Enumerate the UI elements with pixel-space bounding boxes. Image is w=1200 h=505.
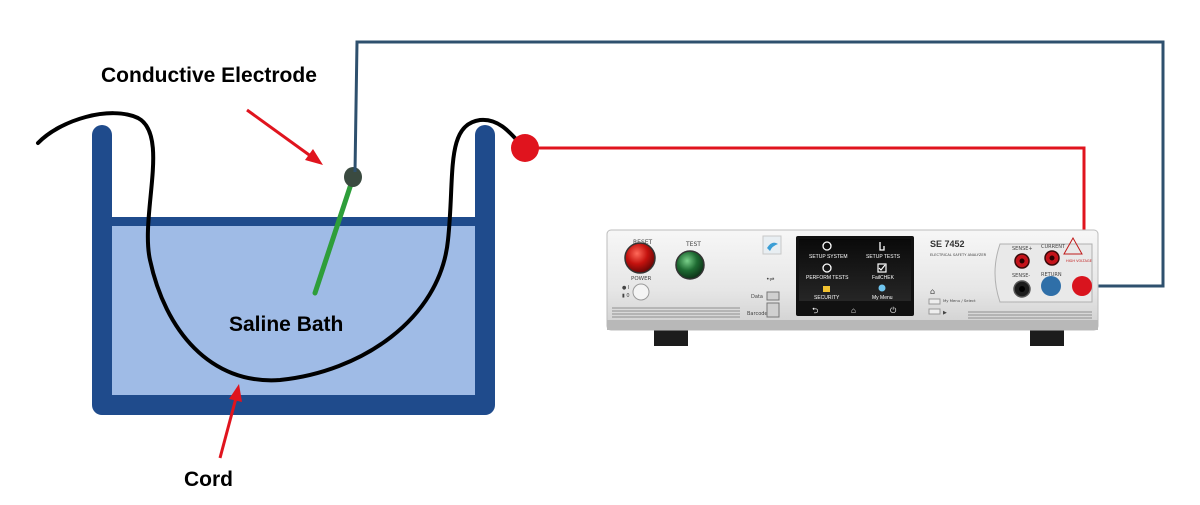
red-wire-connector xyxy=(511,134,539,162)
back-nav-icon[interactable]: ⮌ xyxy=(812,306,818,315)
right-vents xyxy=(968,311,1092,319)
test-label: TEST xyxy=(685,241,701,248)
power-on-label: ● I xyxy=(622,285,629,291)
my-menu-select-label: My Menu / Select xyxy=(943,298,976,303)
power-off-label: ▮ 0 xyxy=(622,293,630,299)
data-usb-port[interactable] xyxy=(766,291,780,301)
return-jack[interactable] xyxy=(1041,276,1061,296)
left-vents xyxy=(612,307,740,318)
screen-item-setup-system[interactable]: SETUP SYSTEM xyxy=(809,241,848,260)
screen-item-setup-tests[interactable]: SETUP TESTS xyxy=(866,242,901,260)
barcode-usb-port[interactable] xyxy=(766,302,780,318)
screen-item-perform-tests[interactable]: PERFORM TESTS xyxy=(806,263,849,281)
current-jack[interactable] xyxy=(1072,276,1092,296)
home-nav-icon[interactable]: ⌂ xyxy=(851,306,856,315)
person-icon xyxy=(878,284,886,292)
current-label: CURRENT xyxy=(1041,244,1066,250)
checkbox-icon xyxy=(877,263,887,273)
barcode-port-label: Barcode xyxy=(747,311,768,317)
touchscreen xyxy=(799,239,911,301)
electrode-tip xyxy=(344,167,362,187)
fluid-surface-line xyxy=(108,217,478,226)
screen-item-label: PERFORM TESTS xyxy=(806,275,849,281)
gears-icon xyxy=(822,241,832,251)
electrode-arrow xyxy=(246,108,323,165)
label-cord: Cord xyxy=(184,468,233,491)
device-foot-left xyxy=(654,326,688,346)
blue-wire xyxy=(353,40,1165,288)
screen-item-my-menu[interactable]: My Menu xyxy=(872,284,893,302)
label-conductive-electrode: Conductive Electrode xyxy=(101,64,317,87)
hand-pointer-icon xyxy=(879,242,885,251)
screen-item-label: FailCHEK xyxy=(872,275,895,281)
data-port-label: Data xyxy=(751,294,763,300)
test-button[interactable] xyxy=(675,250,705,280)
saline-bath-container xyxy=(92,125,495,415)
label-saline-bath: Saline Bath xyxy=(229,313,343,336)
reset-button[interactable] xyxy=(624,242,656,274)
sense-plus-label: SENSE+ xyxy=(1012,246,1033,252)
padlock-icon xyxy=(823,286,830,292)
warning-text: HIGH VOLTAGE xyxy=(1066,259,1092,263)
power-label: POWER xyxy=(631,276,652,282)
screen-item-label: SECURITY xyxy=(814,295,840,301)
device-foot-right xyxy=(1030,326,1064,346)
play-button[interactable] xyxy=(928,308,941,315)
home-key-icon: ⌂ xyxy=(930,287,935,296)
cord-arrow xyxy=(218,384,242,459)
brand-logo-icon xyxy=(767,242,778,251)
warning-triangle-icon xyxy=(1063,236,1083,255)
power-nav-icon[interactable]: ⏻ xyxy=(890,306,897,315)
power-button[interactable] xyxy=(632,283,650,301)
screen-item-failchek[interactable]: FailCHEK xyxy=(872,263,895,281)
return-label: RETURN xyxy=(1041,272,1062,278)
safety-analyzer-device: RESET TEST POWER ● I ▮ 0 •⇌ Data Barcode… xyxy=(606,229,1099,346)
my-menu-select-button[interactable] xyxy=(928,298,941,305)
screen-item-label: SETUP SYSTEM xyxy=(809,254,848,260)
cord xyxy=(36,111,526,383)
power-cycle-icon xyxy=(822,263,832,273)
screen-item-label: SETUP TESTS xyxy=(866,254,901,260)
conductive-electrode xyxy=(312,175,356,296)
usb-symbol: •⇌ xyxy=(766,276,775,283)
model-number: SE 7452 xyxy=(930,239,965,249)
screen-item-label: My Menu xyxy=(872,295,893,301)
device-bottom-trim xyxy=(607,320,1098,330)
bath-frame xyxy=(92,125,495,415)
sense-minus-label: SENSE- xyxy=(1012,273,1030,279)
model-subtitle: ELECTRICAL SAFETY ANALYZER xyxy=(930,253,987,257)
screen-item-security[interactable]: SECURITY xyxy=(814,286,840,301)
play-icon: ▶ xyxy=(943,310,947,316)
